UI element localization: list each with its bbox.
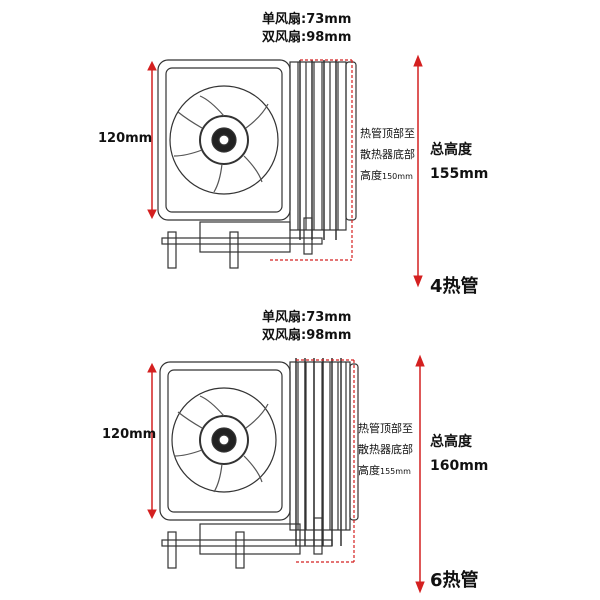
heatpipe-height-note: 热管顶部至 散热器底部 高度155mm [358, 418, 413, 482]
fan-blades [173, 395, 269, 493]
heatpipe-note-line2: 散热器底部 [358, 443, 413, 456]
heatpipe-count-label: 6热管 [430, 570, 479, 591]
heatpipe-height-note: 热管顶部至 散热器底部 高度150mm [360, 123, 415, 187]
heatpipe-note-height-label: 高度 [360, 169, 382, 182]
mounting-bracket [161, 539, 333, 547]
fan-frame [159, 361, 291, 521]
fan-blades [173, 95, 269, 193]
fan-blade-ring [171, 387, 277, 493]
cooler-drawing [147, 54, 423, 288]
fan-size-label: 120mm [102, 427, 157, 442]
mount-screw [303, 217, 313, 255]
fan-size-label: 120mm [98, 131, 153, 146]
cooler-diagram-4-heatpipe: 单风扇:73mm 双风扇:98mm 120mm 热管顶部至 散热器底部 高度15… [98, 12, 488, 297]
heatpipe-note-height-value: 150mm [382, 172, 413, 181]
dimension-lines [147, 54, 423, 288]
cooler-drawing [147, 354, 425, 594]
heatpipe-note-line3: 高度150mm [360, 165, 415, 187]
mount-screw [235, 531, 245, 569]
dual-fan-width: 双风扇:98mm [262, 328, 352, 343]
total-height: 总高度 160mm [430, 430, 488, 478]
dimension-lines [147, 354, 425, 594]
total-height-label: 总高度 [430, 434, 472, 450]
total-height-value: 155mm [430, 166, 489, 182]
cooler-diagram-6-heatpipe: 单风扇:73mm 双风扇:98mm 120mm 热管顶部至 散热器底部 高度15… [0, 300, 600, 600]
total-height: 总高度 155mm [430, 138, 488, 186]
single-fan-width: 单风扇:73mm [262, 12, 352, 27]
heatpipe-count-label: 4热管 [430, 276, 479, 297]
heatpipe-note-line3: 高度155mm [358, 460, 413, 482]
rear-fan-edge [345, 61, 357, 221]
total-height-label: 总高度 [430, 142, 472, 158]
heatpipe-note-line1: 热管顶部至 [358, 422, 413, 435]
heatpipes [299, 60, 337, 240]
fan-frame [157, 59, 291, 221]
mount-screw [167, 231, 177, 269]
mount-screw [167, 531, 177, 569]
single-fan-width: 单风扇:73mm [262, 310, 352, 325]
heatpipe-note-height-value: 155mm [380, 467, 411, 476]
heatpipe-note-line2: 散热器底部 [360, 148, 415, 161]
mount-screw [229, 231, 239, 269]
total-height-value: 160mm [430, 458, 489, 474]
cooler-base [199, 523, 301, 555]
cooler-base [199, 221, 291, 253]
heatpipe-note-height-label: 高度 [358, 464, 380, 477]
heatsink-fins [289, 61, 347, 231]
mounting-bracket [161, 237, 323, 245]
heatpipes [295, 358, 342, 546]
dual-fan-width: 双风扇:98mm [262, 30, 352, 45]
fan-blade-ring [169, 85, 279, 195]
heatpipe-note-line1: 热管顶部至 [360, 127, 415, 140]
mount-screw [313, 517, 323, 555]
